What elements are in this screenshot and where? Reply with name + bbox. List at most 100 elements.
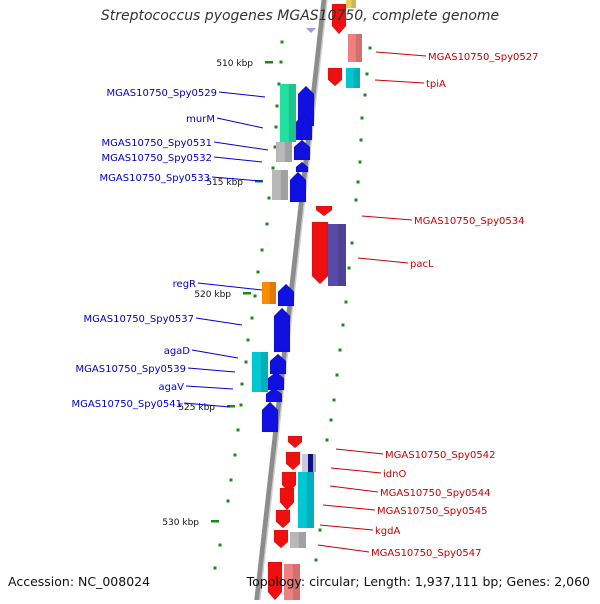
tick-mark	[236, 428, 240, 432]
feature-block[interactable]	[280, 84, 296, 142]
feature-shade	[306, 472, 314, 528]
feature-shade	[280, 170, 288, 200]
tick-mark	[253, 294, 257, 298]
gene-label[interactable]: MGAS10750_Spy0545	[377, 506, 487, 517]
gene-arrow[interactable]	[267, 371, 285, 391]
kbp-label: 525 kbp	[178, 403, 215, 413]
tick-mark	[239, 403, 243, 407]
gene-label[interactable]: MGAS10750_Spy0539	[76, 364, 186, 375]
feature-block[interactable]	[262, 282, 276, 304]
gene-label[interactable]: idnO	[383, 469, 406, 480]
topology-text: Topology: circular; Length: 1,937,111 bp…	[246, 574, 590, 589]
feature-block[interactable]	[276, 142, 292, 162]
gene-arrow[interactable]	[327, 67, 343, 87]
gene-label[interactable]: MGAS10750_Spy0531	[102, 138, 212, 149]
gene-label[interactable]: MGAS10750_Spy0537	[84, 314, 194, 325]
gene-arrow[interactable]	[293, 139, 311, 161]
gene-label[interactable]: agaV	[159, 382, 185, 393]
gene-label[interactable]: agaD	[164, 346, 191, 357]
tick-mark	[244, 360, 248, 364]
gene-arrow[interactable]	[269, 353, 287, 375]
feature-shade	[269, 282, 276, 304]
gene-arrow[interactable]	[289, 171, 307, 203]
tick-mark	[226, 499, 230, 503]
gene-label[interactable]: MGAS10750_Spy0529	[107, 88, 217, 99]
gene-arrow[interactable]	[279, 487, 295, 511]
gene-arrow[interactable]	[267, 561, 283, 601]
tick-mark	[265, 222, 269, 226]
gene-label[interactable]: MGAS10750_Spy0541	[72, 399, 182, 410]
label-leader-line	[195, 317, 243, 326]
tick-mark	[274, 125, 278, 129]
label-leader-line	[183, 402, 231, 408]
accession-text: Accession: NC_008024	[8, 574, 151, 589]
gene-arrow[interactable]	[285, 451, 301, 471]
gene-arrow[interactable]	[295, 113, 313, 141]
label-leader-line	[361, 215, 413, 221]
gene-arrow[interactable]	[273, 307, 291, 353]
tick-mark	[335, 373, 339, 377]
tick-mark	[279, 60, 283, 64]
gene-label[interactable]: tpiA	[426, 79, 446, 90]
gene-label[interactable]: murM	[186, 114, 215, 125]
feature-block[interactable]	[308, 454, 313, 472]
gene-arrow[interactable]	[265, 387, 283, 403]
tick-mark	[240, 382, 244, 386]
label-leader-line	[375, 51, 427, 57]
gene-arrow[interactable]	[295, 161, 309, 173]
gene-label[interactable]: pacL	[410, 259, 434, 270]
tick-mark	[325, 438, 329, 442]
label-leader-line	[317, 544, 370, 553]
gene-label[interactable]: MGAS10750_Spy0532	[102, 153, 212, 164]
tick-mark	[280, 40, 284, 44]
feature-block[interactable]	[346, 0, 356, 8]
gene-arrow[interactable]	[331, 3, 347, 35]
tick-mark	[271, 166, 275, 170]
gene-arrow[interactable]	[273, 529, 289, 549]
feature-block[interactable]	[272, 170, 288, 200]
tick-mark	[256, 270, 260, 274]
gene-arrow[interactable]	[261, 401, 279, 433]
feature-block[interactable]	[348, 34, 362, 62]
feature-shade	[351, 0, 356, 8]
gene-arrow[interactable]	[311, 221, 329, 285]
gene-label[interactable]: MGAS10750_Spy0534	[414, 216, 524, 227]
feature-block[interactable]	[298, 472, 314, 528]
feature-block[interactable]	[284, 564, 300, 600]
label-leader-line	[187, 367, 236, 373]
label-leader-line	[213, 156, 263, 163]
gene-label[interactable]: MGAS10750_Spy0542	[385, 450, 495, 461]
feature-block[interactable]	[346, 68, 360, 88]
gene-label[interactable]: MGAS10750_Spy0547	[371, 548, 481, 559]
tick-mark	[277, 82, 281, 86]
tick-mark	[329, 418, 333, 422]
gene-arrow[interactable]	[287, 435, 303, 449]
label-leader-line	[216, 117, 264, 129]
gene-label[interactable]: regR	[173, 279, 196, 290]
label-leader-line	[357, 257, 409, 264]
gene-arrow[interactable]	[277, 283, 295, 307]
tick-mark	[218, 543, 222, 547]
position-marker	[306, 28, 316, 33]
label-leader-line	[335, 448, 384, 455]
feature-shade	[337, 224, 346, 286]
label-leader-line	[374, 79, 425, 84]
tick-mark	[350, 241, 354, 245]
gene-label[interactable]: MGAS10750_Spy0527	[428, 52, 538, 63]
feature-block[interactable]	[328, 224, 346, 286]
tick-mark	[229, 478, 233, 482]
feature-block[interactable]	[252, 352, 268, 392]
tick-mark	[332, 398, 336, 402]
gene-label[interactable]: kgdA	[375, 526, 400, 537]
tick-mark	[246, 338, 250, 342]
gene-label[interactable]: MGAS10750_Spy0544	[380, 488, 490, 499]
gene-arrow[interactable]	[275, 509, 291, 529]
feature-block[interactable]	[290, 532, 306, 548]
tick-mark	[314, 558, 318, 562]
label-leader-line	[330, 467, 382, 474]
gene-arrow[interactable]	[315, 205, 333, 217]
gene-label[interactable]: MGAS10750_Spy0533	[100, 173, 210, 184]
tick-mark	[347, 266, 351, 270]
